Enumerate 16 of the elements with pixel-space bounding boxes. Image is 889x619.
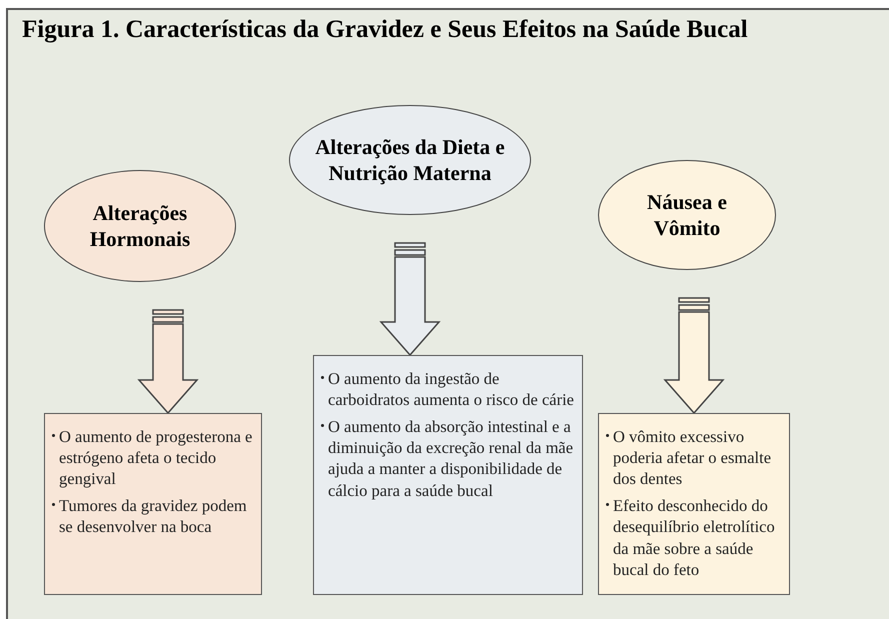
topic-title: Náusea e Vômito <box>646 188 728 242</box>
block-arrow <box>663 297 725 414</box>
bullet-text: O aumento da ingestão de carboidratos aumenta o risco de cárie <box>328 368 574 410</box>
bullet-text: Tumores da gravidez podem se desenvolver na boca <box>59 495 248 538</box>
bullet-text: Efeito desconhecido do desequilíbrio eletrolítico da mãe sobre a saúde bucal do feto <box>613 495 776 580</box>
topic-title: Alterações Hormonais <box>88 200 192 252</box>
bullet-text: O vômito excessivo poderia afetar o esmalte dos dentes <box>613 426 772 490</box>
block-arrow <box>137 309 199 414</box>
bullet-text: O aumento da absorção intestinal e a diminuição da excreção renal da mãe ajuda a manter a disponibilidade de cálcio para a saúde bucal <box>328 416 574 501</box>
topic-title: Alterações da Dieta e Nutrição Materna <box>314 134 506 186</box>
block-arrow <box>379 242 441 356</box>
figure-title: Figura 1. Características da Gravidez e Seus Efeitos na Saúde Bucal <box>22 15 748 45</box>
effects-box <box>44 413 262 595</box>
effects-box <box>313 355 583 595</box>
bullet-text: O aumento de progesterona e estrógeno afeta o tecido gengival <box>59 426 253 490</box>
effects-box <box>598 413 790 595</box>
